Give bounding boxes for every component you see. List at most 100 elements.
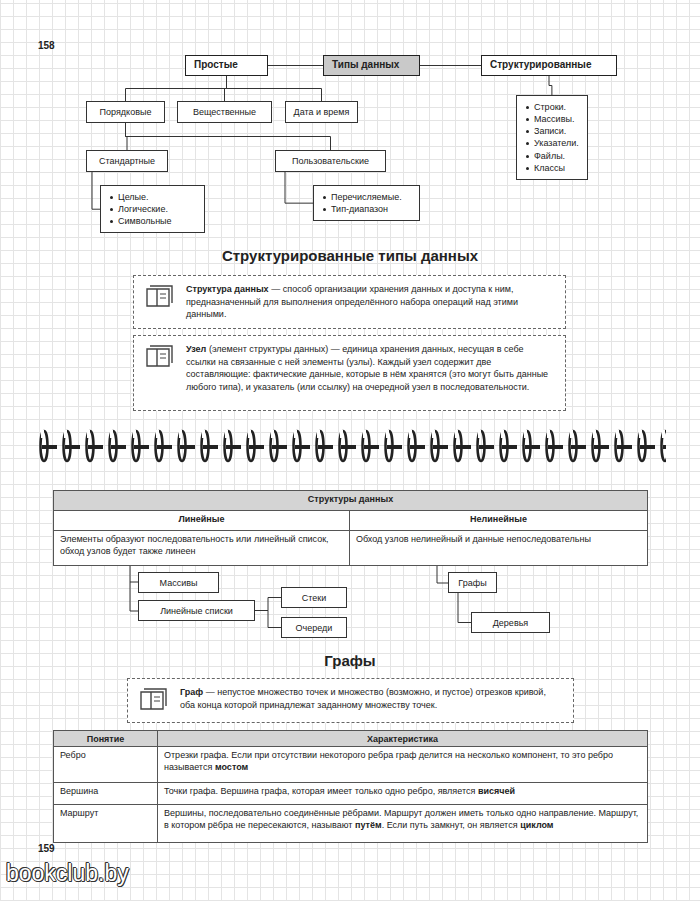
book-icon [138,687,168,713]
cell-text: Обход узлов нелинейный и данные непослед… [356,534,591,544]
box-label: Графы [458,578,486,588]
connector-line [92,172,100,209]
box-label: Деревья [493,618,528,628]
connector-line [126,76,227,101]
cell-text: Элементы образуют последовательность или… [60,534,329,556]
table-cell: Нелинейные [349,510,648,531]
bold-term: циклом [520,820,553,830]
list-item: Классы [525,162,579,174]
definition-text: (элемент структуры данных) — единица хра… [186,344,548,392]
connector-line [255,598,281,611]
type-box: Простые [185,55,268,76]
connector-line [549,76,552,95]
table-cell: Отрезки графа. Если при отсутствии некот… [157,746,648,783]
box-label: Дата и время [294,107,350,117]
list-item: Логические. [109,203,196,215]
box-label: Линейные списки [160,606,233,616]
leader-line [130,565,138,611]
type-box: Стандартные [86,150,168,172]
type-box: Пользовательские [275,150,386,172]
box-label: Порядковые [100,107,152,117]
list-item: Тип-диапазон [322,203,411,215]
connector-line [227,76,322,101]
table-cell: Линейные [53,510,350,531]
definition-text: — непустое множество точек и множество (… [180,687,546,710]
definition-box: Структура данных— способ организации хра… [133,275,566,329]
term: Узел [186,344,206,354]
bold-term: Структуры данных [308,494,393,504]
type-box: Графы [448,572,497,593]
list-item: Массивы. [525,113,579,125]
cell-text: Ребро [60,750,86,760]
term: Структура данных [186,284,269,294]
connector-line [268,65,323,66]
connector-line [420,65,481,66]
cell-text: Вершина [60,786,98,796]
type-box: Массивы [138,572,219,593]
list-box: Строки.Массивы.Записи.Указатели.Файлы.Кл… [516,95,588,180]
bold-term: путём [355,820,382,830]
type-box: Вещественные [177,101,272,123]
type-box: Очереди [281,617,347,638]
spiral-binding [36,426,666,468]
type-box: Типы данных [323,55,420,76]
section-heading: Графы [0,652,700,669]
bold-term: Нелинейные [470,514,527,524]
connector-line [255,611,281,628]
leader-line [437,565,448,583]
bold-term: Понятие [87,734,125,744]
table-cell: Ребро [53,746,158,783]
table-cell: Обход узлов нелинейный и данные непослед… [349,530,648,566]
table-cell: Точки графа. Вершина графа, которая имее… [157,782,648,805]
box-label: Стеки [302,593,327,603]
connector-line [126,123,331,150]
bold-term: Характеристика [367,734,438,744]
list-item: Файлы. [525,150,579,162]
bold-term: висячей [478,786,515,796]
list-box: Целые.Логические.Символьные [100,185,205,233]
list-box: Перечисляемые.Тип-диапазон [313,185,420,221]
table-header-cell: Структуры данных [53,490,648,511]
type-box: Структурированные [481,55,617,76]
box-label: Вещественные [193,107,256,117]
type-box: Стеки [281,587,347,608]
type-box: Порядковые [86,101,165,123]
book-icon [144,284,174,310]
definition-box: Граф— непустое множество точек и множест… [127,678,574,723]
type-box: Линейные списки [138,600,255,621]
bold-term: Линейные [179,514,225,524]
connector-line [458,593,471,623]
cell-text: Точки графа. Вершина графа, которая имее… [164,786,475,796]
term: Граф [180,687,203,697]
list-item: Записи. [525,125,579,137]
page-number: 159 [38,843,55,854]
section-heading: Структурированные типы данных [0,247,700,264]
watermark: bookclub.by [6,860,129,887]
list-item: Указатели. [525,137,579,149]
table-cell: Маршрут [53,804,158,843]
cell-text: Маршрут [60,808,98,818]
book-icon [144,344,174,370]
box-label: Структурированные [490,59,591,70]
list-item: Символьные [109,215,196,227]
list-item: Целые. [109,191,196,203]
box-label: Простые [194,59,238,70]
page-number: 158 [38,40,55,51]
box-label: Пользовательские [292,156,369,166]
list-item: Строки. [525,101,579,113]
table-cell: Элементы образуют последовательность или… [53,530,350,566]
definition-box: Узел(элемент структуры данных) — единица… [133,335,566,411]
bold-term: мостом [215,762,248,772]
box-label: Очереди [296,623,333,633]
list-item: Перечисляемые. [322,191,411,203]
box-label: Типы данных [332,59,399,70]
box-label: Стандартные [99,156,155,166]
table-cell: Вершины, последовательно соединённые рёб… [157,804,648,843]
box-label: Массивы [160,578,198,588]
table-cell: Вершина [53,782,158,805]
cell-text: . Если путь замкнут, он является [382,820,518,830]
type-box: Дата и время [285,101,358,123]
connector-line [285,172,313,203]
type-box: Деревья [471,612,550,633]
